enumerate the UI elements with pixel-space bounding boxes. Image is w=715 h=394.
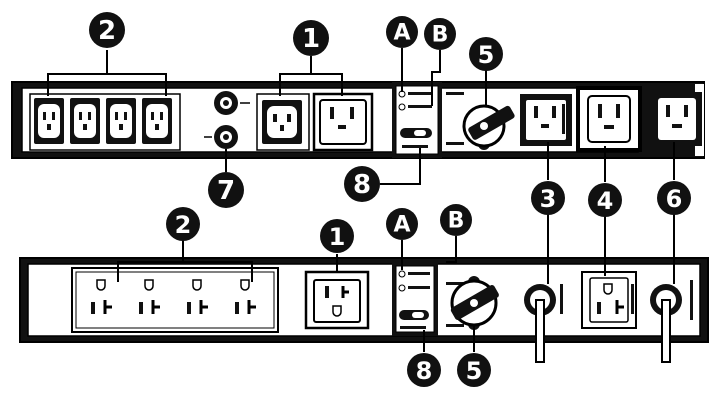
callout-label: 1 xyxy=(329,223,346,251)
callout-label: 4 xyxy=(597,187,614,215)
top-inlet-4 xyxy=(578,88,640,150)
callout-label: 8 xyxy=(353,170,371,200)
callout-label: 2 xyxy=(175,211,192,239)
callout-badge: B xyxy=(424,18,456,50)
callout-badge: 6 xyxy=(657,181,691,215)
c13-outlet xyxy=(106,98,136,144)
top-inlet-6 xyxy=(652,92,702,146)
check-led xyxy=(399,104,405,110)
top-input-outlets xyxy=(257,94,372,150)
bottom-led-panel xyxy=(392,262,438,336)
callout-badge: 1 xyxy=(320,219,354,253)
callout-label: 6 xyxy=(666,185,683,213)
callout-badge: 2 xyxy=(89,12,125,48)
callout-label: B xyxy=(432,23,449,48)
bottom-input-outlet xyxy=(306,272,368,328)
callout-badge: 4 xyxy=(588,183,622,217)
callout-badge: 8 xyxy=(407,353,441,387)
c13-outlet xyxy=(142,98,172,144)
callout-label: 2 xyxy=(98,16,116,46)
callout-badge: 8 xyxy=(344,166,380,202)
top-led-panel xyxy=(392,82,442,158)
callout-label: 5 xyxy=(466,357,483,385)
callout-badge: A xyxy=(386,16,418,48)
callout-badge: 2 xyxy=(166,207,200,241)
callout-label: A xyxy=(393,21,410,46)
callout-label: 8 xyxy=(416,357,433,385)
callout-label: B xyxy=(448,209,465,234)
callout-badge: A xyxy=(386,208,418,240)
bottom-outlet-4 xyxy=(582,272,636,328)
bottom-unit xyxy=(20,214,708,362)
callout-label: 5 xyxy=(478,41,495,69)
callout-label: 1 xyxy=(302,24,320,54)
callout-badge: 7 xyxy=(208,172,244,208)
top-inlet-3 xyxy=(520,94,572,146)
c13-outlet xyxy=(34,98,64,144)
callout-badge: 1 xyxy=(293,20,329,56)
top-unit xyxy=(12,48,704,184)
check-led xyxy=(399,285,405,291)
callout-badge: 5 xyxy=(457,353,491,387)
callout-label: 7 xyxy=(217,176,235,206)
bottom-outlet-bank xyxy=(72,268,278,332)
c13-outlet xyxy=(70,98,100,144)
callout-badge: 3 xyxy=(531,181,565,215)
callout-label: 3 xyxy=(540,185,557,213)
power-led xyxy=(399,271,405,277)
callout-badge: B xyxy=(440,204,472,236)
top-outlet-bank xyxy=(30,94,180,150)
callout-label: A xyxy=(393,213,410,238)
callout-badge: 5 xyxy=(469,37,503,71)
